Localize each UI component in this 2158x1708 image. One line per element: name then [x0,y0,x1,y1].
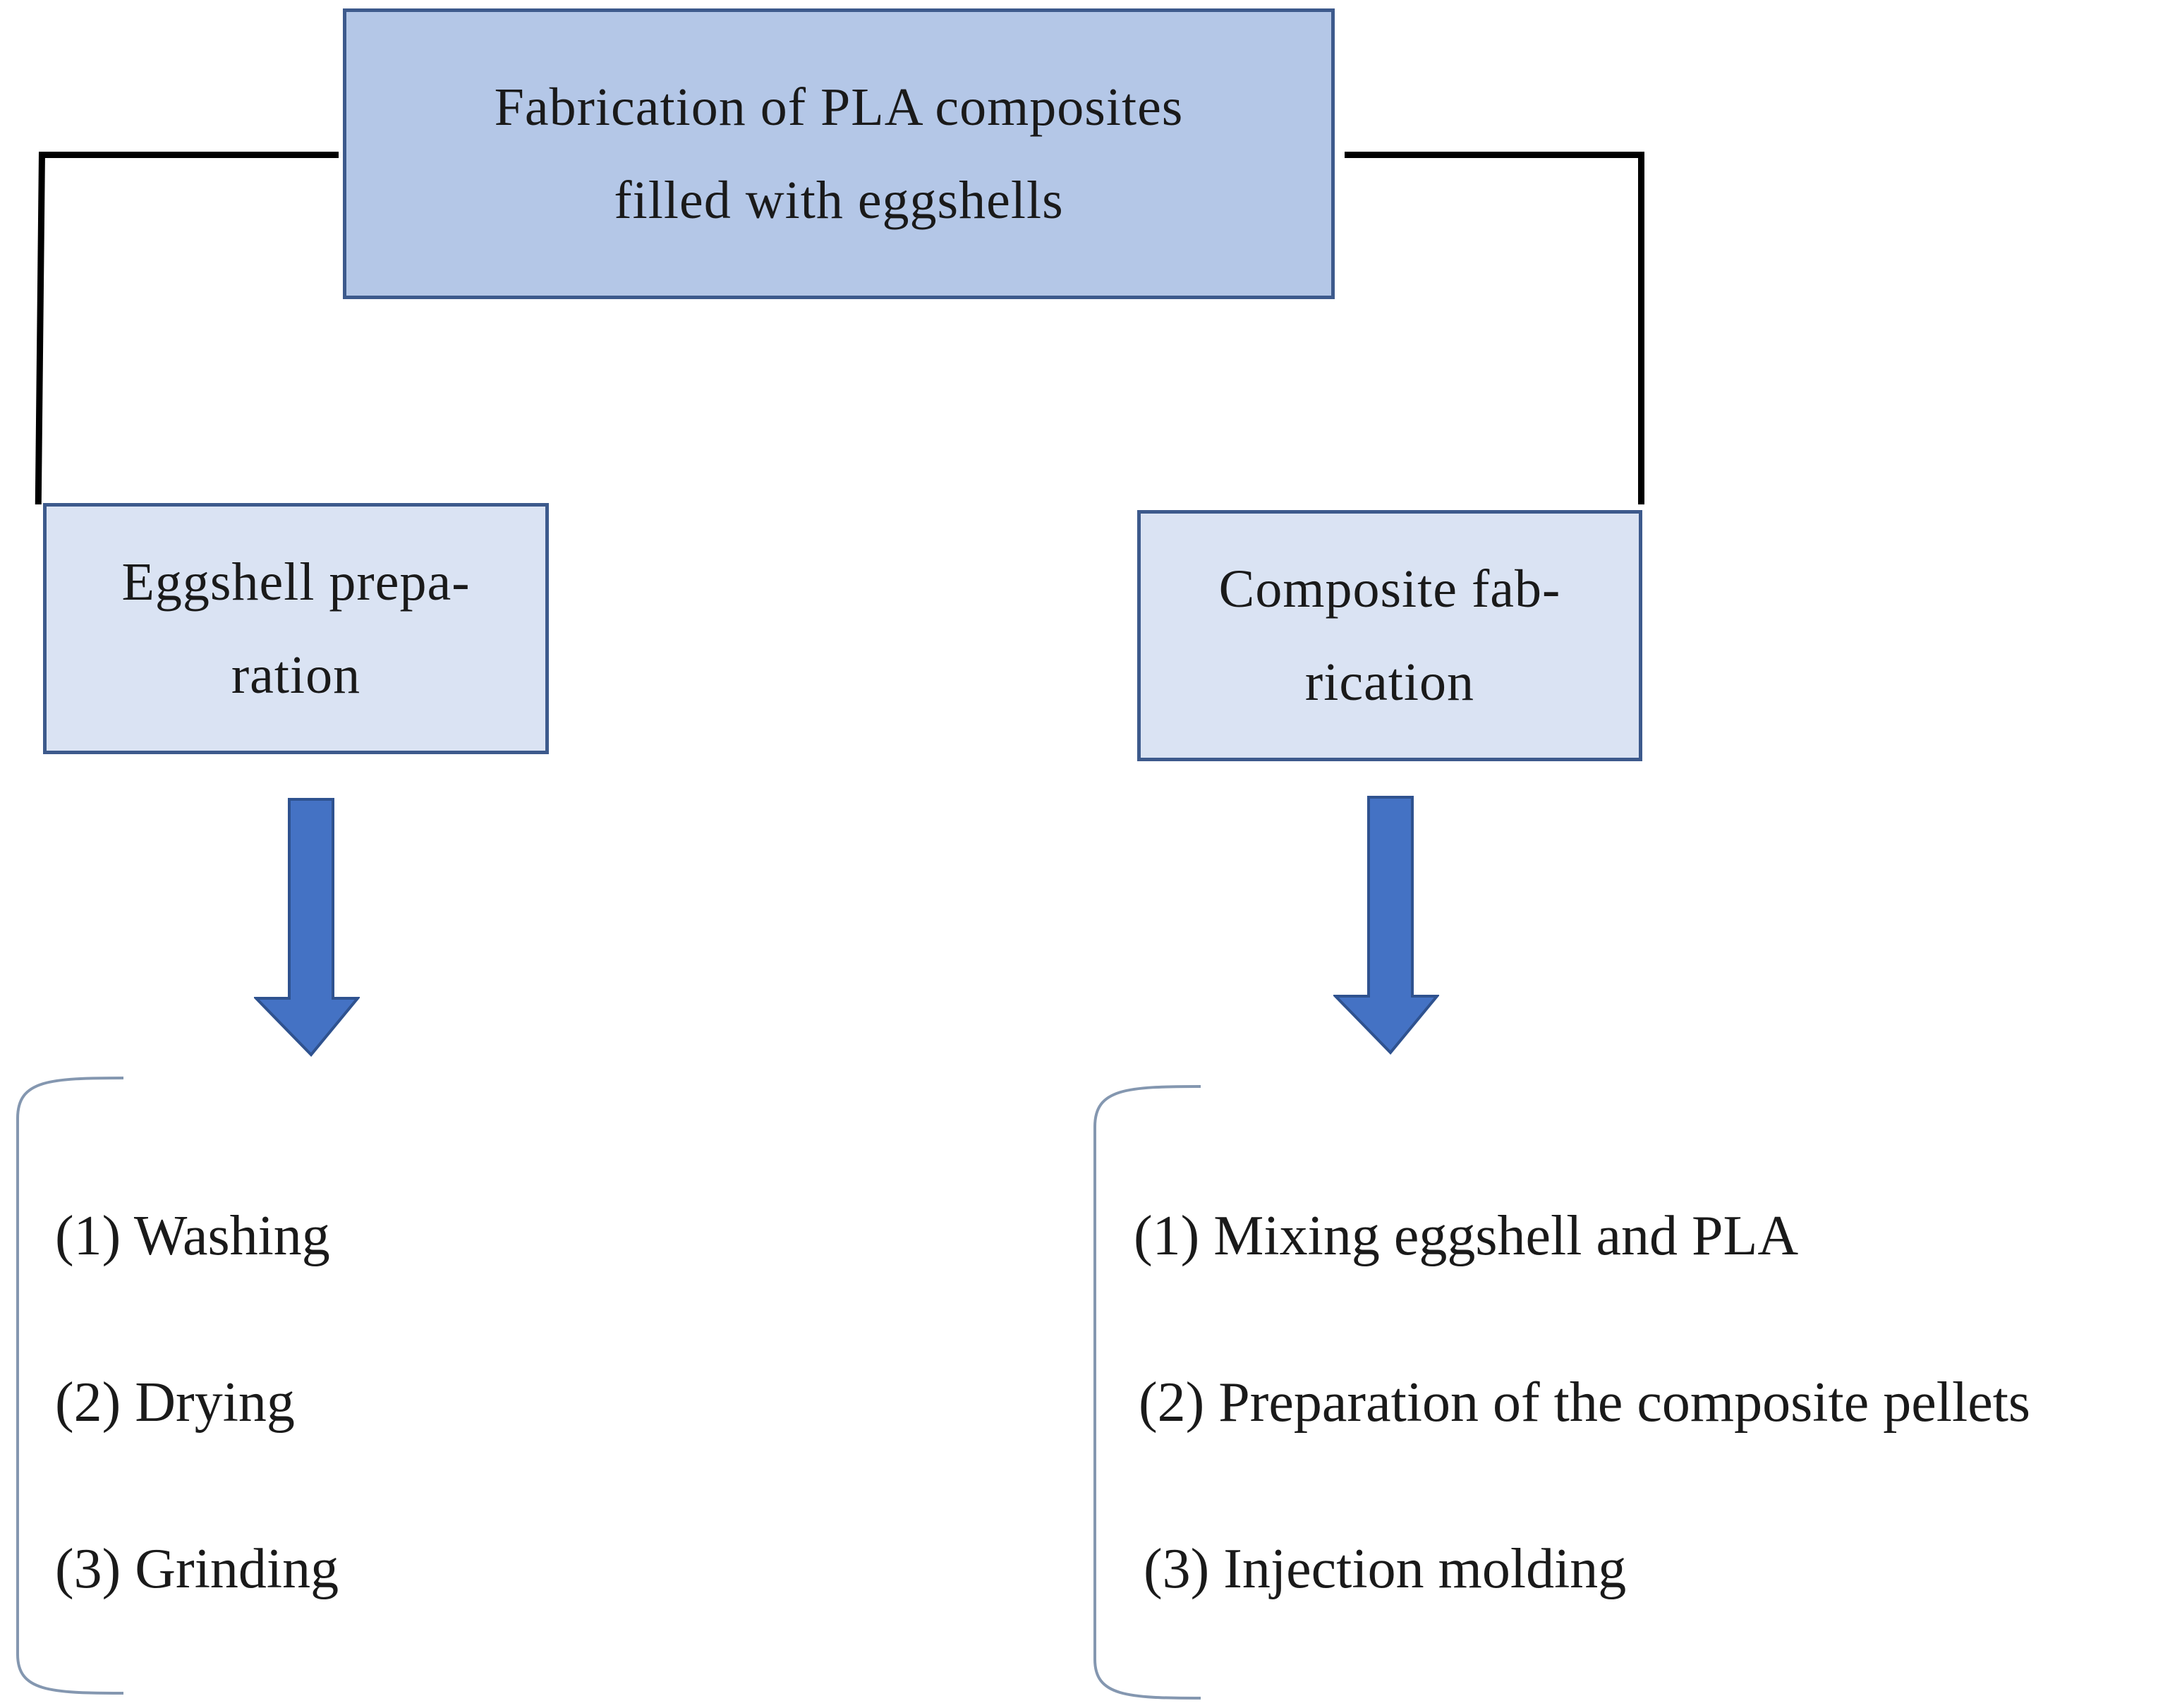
eggshell-step-3: (3) Grinding [55,1538,339,1600]
eggshell-preparation-line-1: Eggshell prepa- [121,552,471,612]
down-arrow-left-icon [254,798,360,1057]
down-arrow-right-shape [1333,796,1439,1055]
bracket-left [16,1077,124,1695]
connector-left-horizontal [39,152,339,158]
eggshell-preparation-text: Eggshell prepa- ration [107,535,484,722]
composite-step-2: (2) Preparation of the composite pellets [1139,1371,2031,1434]
down-arrow-right-icon [1333,796,1439,1055]
composite-fabrication-line-2: rication [1304,653,1475,712]
bracket-right [1093,1085,1201,1700]
bracket-right-path [1093,1085,1201,1700]
connector-left-vertical [35,152,45,504]
connector-right-horizontal [1345,152,1644,158]
composite-step-1: (1) Mixing eggshell and PLA [1134,1205,1799,1267]
eggshell-preparation-line-2: ration [231,646,361,705]
composite-fabrication-text: Composite fab- rication [1205,543,1575,729]
eggshell-preparation-box: Eggshell prepa- ration [43,503,549,754]
title-box: Fabrication of PLA composites filled wit… [343,8,1335,299]
eggshell-step-2: (2) Drying [55,1371,295,1434]
eggshell-step-1: (1) Washing [55,1205,330,1267]
title-text: Fabrication of PLA composites filled wit… [495,61,1184,247]
composite-step-3: (3) Injection molding [1144,1538,1627,1600]
bracket-left-path [16,1077,124,1695]
title-line-2: filled with eggshells [614,171,1064,230]
down-arrow-left-shape [254,798,360,1057]
connector-right-vertical [1638,152,1644,504]
composite-fabrication-line-1: Composite fab- [1218,559,1561,619]
title-line-1: Fabrication of PLA composites [494,78,1184,137]
composite-fabrication-box: Composite fab- rication [1137,510,1642,761]
